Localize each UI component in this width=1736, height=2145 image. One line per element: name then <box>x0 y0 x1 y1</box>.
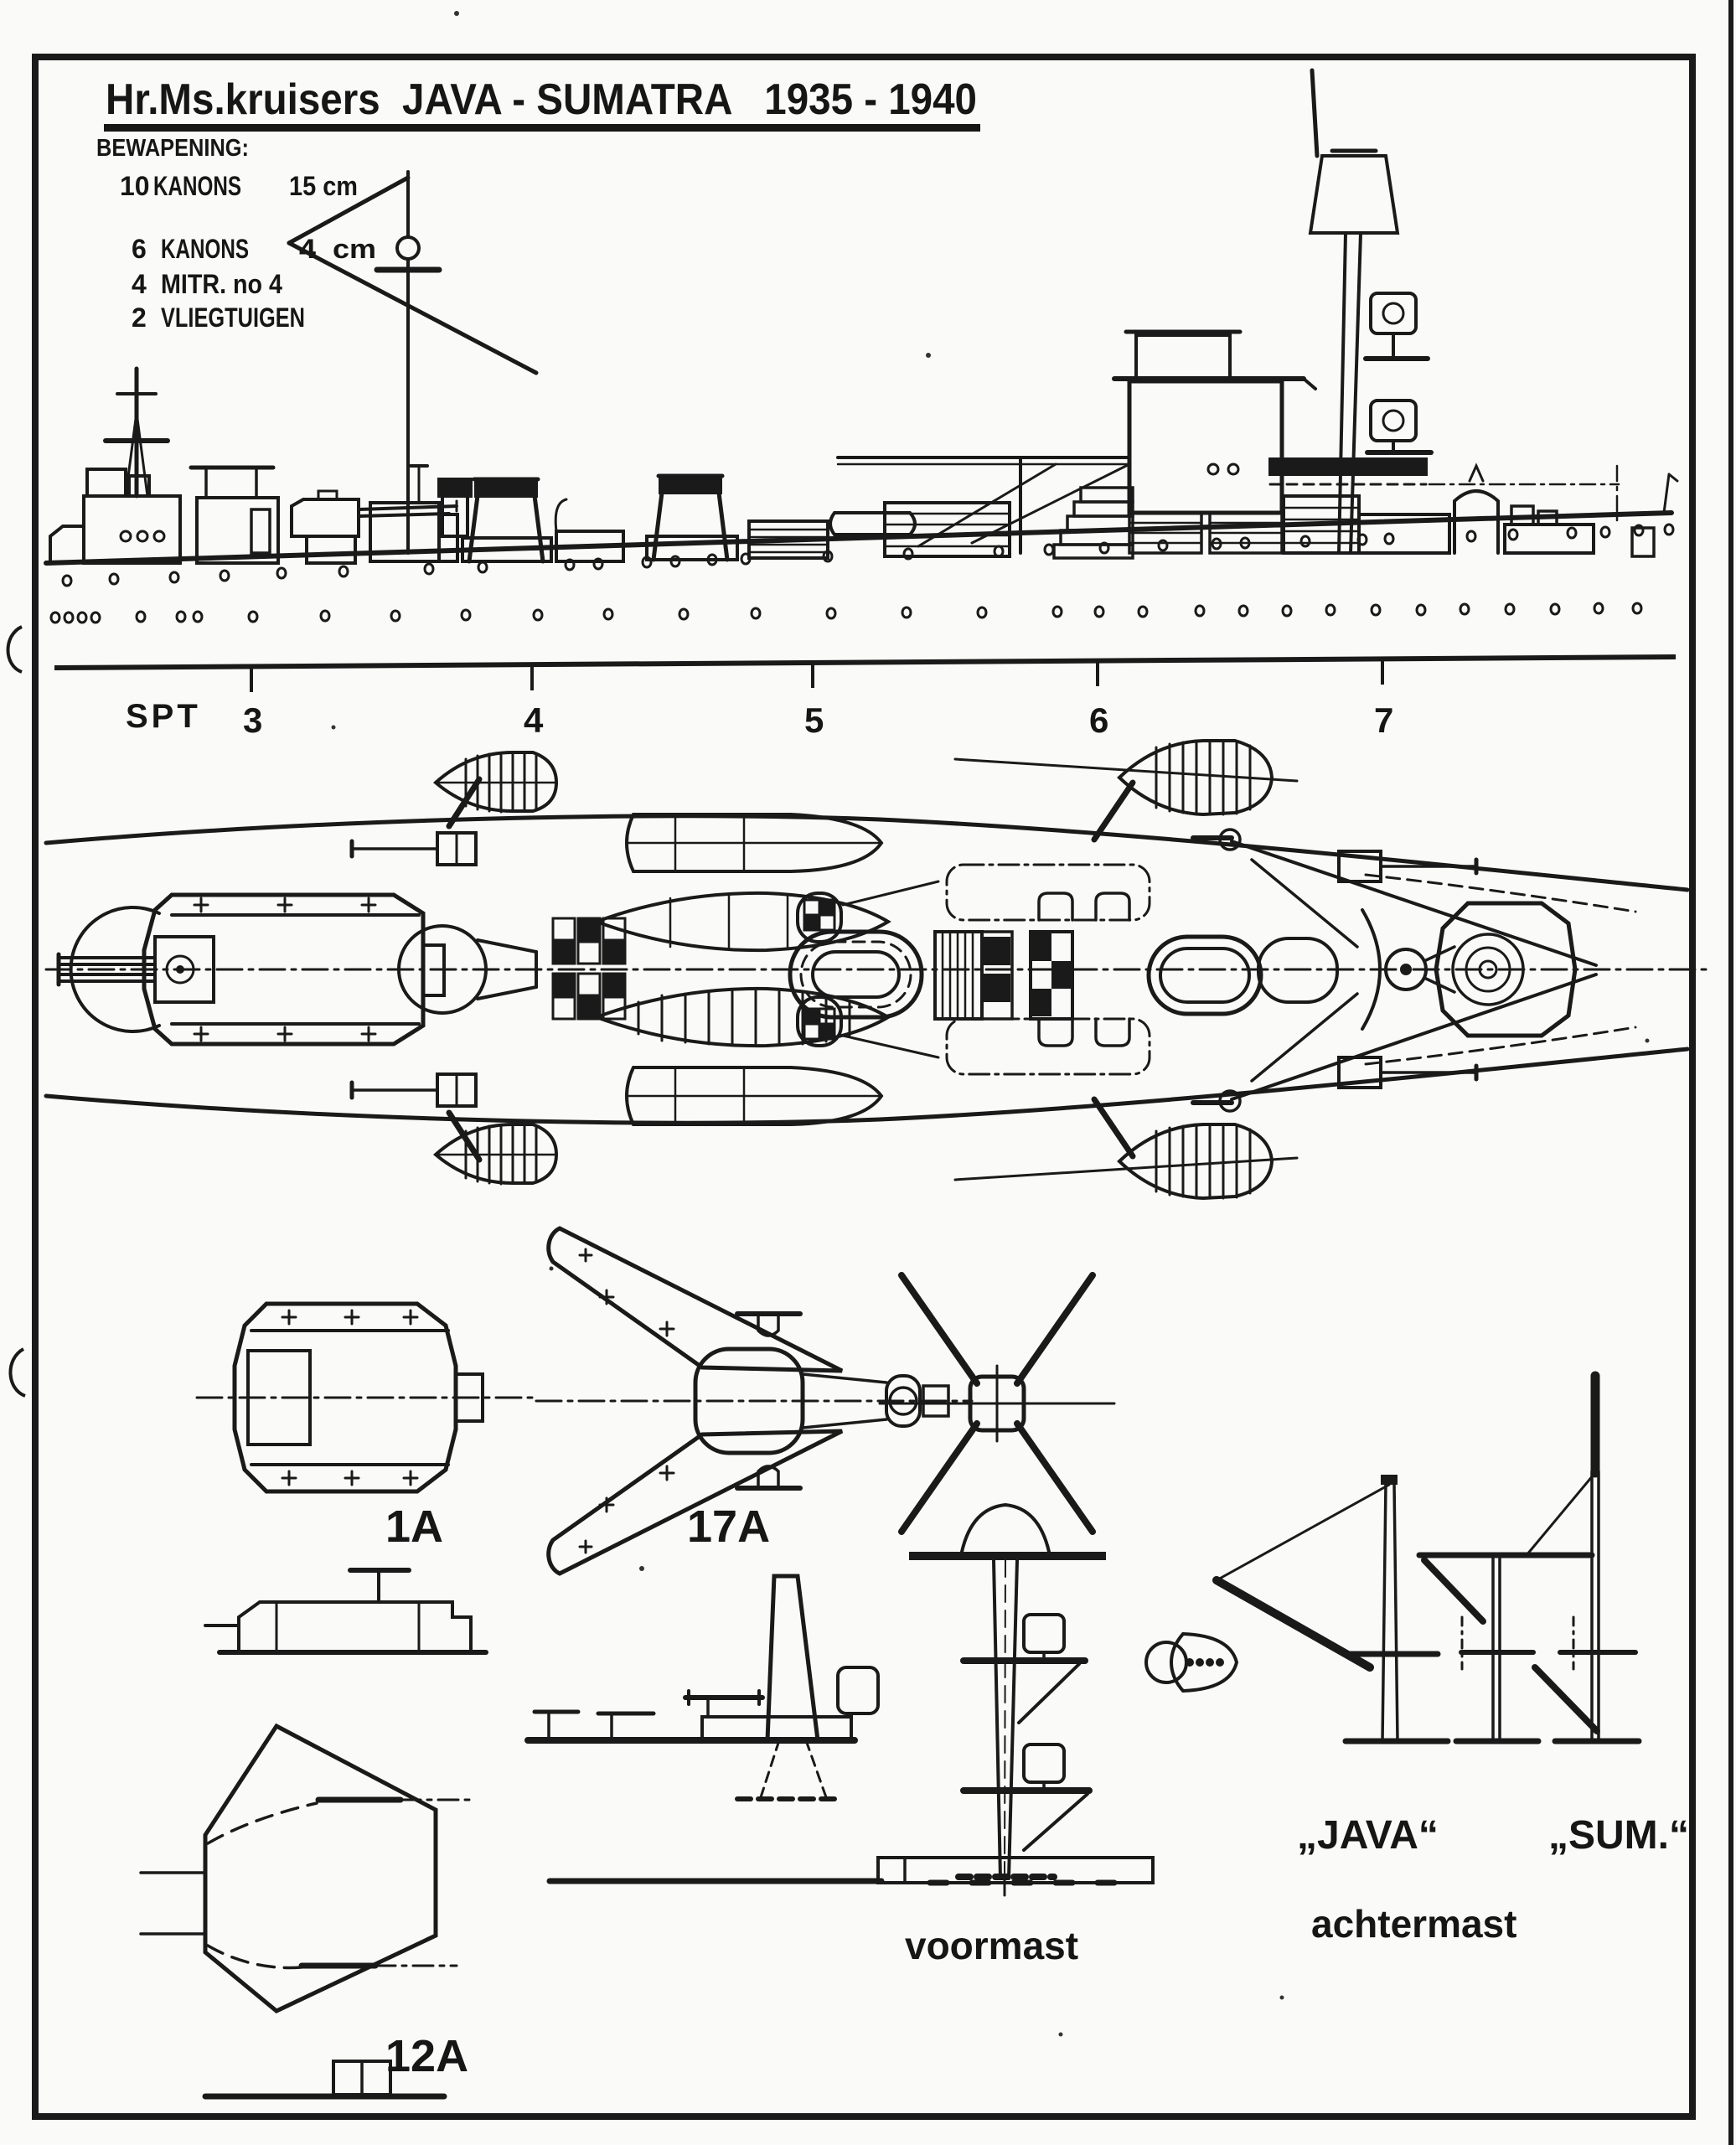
station-number: 5 <box>804 700 824 740</box>
cross-marks <box>193 897 377 1042</box>
station-scale: SPT 3 4 5 6 7 <box>54 654 1677 740</box>
armament-qty: 6 <box>132 234 147 264</box>
station-number: 6 <box>1089 700 1108 740</box>
label-voormast: voormast <box>905 1924 1078 1967</box>
armament-qty: 10 <box>120 171 150 201</box>
superstructure-outline <box>945 863 1151 1076</box>
armament-caliber: 15 cm <box>289 171 358 201</box>
plan-funnel-1 <box>788 929 924 1020</box>
plan-aft-turret <box>1434 901 1578 1038</box>
deck-funnel-detail <box>524 1574 1155 1886</box>
plan-gun-mount <box>349 831 478 1108</box>
vent-pod <box>796 880 940 1059</box>
label-12a: 12A <box>385 2031 468 2081</box>
java-mast <box>1212 1475 1451 1744</box>
plan-turret <box>56 892 446 1047</box>
catapult-gun <box>735 1311 803 1491</box>
funnel-1 <box>461 477 553 564</box>
plan-catapult <box>1191 828 1598 1113</box>
detail-labels: 1A 17A 12A voormast achtermast „JAVA“ „S… <box>385 1502 1689 2081</box>
label-17a: 17A <box>687 1502 770 1552</box>
deck-steps <box>1052 486 1134 560</box>
label-achtermast: achtermast <box>1311 1902 1516 1946</box>
seaplane-silhouette <box>432 739 1299 1201</box>
voormast-profile <box>909 1502 1106 1897</box>
sum-mast <box>1416 1371 1642 1744</box>
foremast-top-view <box>878 1272 1116 1535</box>
label-java: „JAVA“ <box>1297 1813 1439 1858</box>
armament-list: 10 KANONS 15 cm 6 KANONS 4 cm 4 MITR. no… <box>120 171 376 333</box>
title-underline <box>104 124 980 132</box>
searchlight-tower <box>1453 463 1500 555</box>
hatch-grid <box>551 917 627 1021</box>
label-sum: „SUM.“ <box>1548 1813 1689 1858</box>
binder-mark-top <box>6 625 23 674</box>
detail-12a <box>139 1723 471 2013</box>
armament-name: MITR. no 4 <box>161 269 282 299</box>
cross-marks <box>281 1309 419 1486</box>
armament-name: KANONS <box>161 234 249 264</box>
base-detail <box>202 2060 447 2100</box>
binder-mark-bottom <box>8 1347 26 1398</box>
plan-funnel-2 <box>1146 934 1263 1016</box>
main-mast <box>1268 68 1434 555</box>
armament-heading: BEWAPENING: <box>96 135 249 162</box>
page-frame <box>6 0 1733 2145</box>
detail-drawings <box>139 1226 1642 2100</box>
plan-boats <box>592 813 891 1126</box>
title-block: Hr.Ms.kruisers JAVA - SUMATRA 1935 - 194… <box>96 75 980 333</box>
funnel-cap-detail <box>1144 1631 1239 1693</box>
station-number: 3 <box>243 700 262 740</box>
porthole-row-lower <box>49 602 1643 624</box>
cross-marks <box>578 1248 675 1554</box>
station-number: 7 <box>1374 700 1393 740</box>
plan-view <box>44 739 1709 1201</box>
detail-17a <box>535 1226 974 1576</box>
hull-edge-bottom <box>44 1047 1690 1125</box>
hull-edge-top <box>44 814 1690 892</box>
armament-name: KANONS <box>153 171 241 201</box>
spt-label: SPT <box>126 698 201 735</box>
porthole-row-upper <box>61 523 1675 587</box>
side-elevation-view <box>44 68 1679 624</box>
page-title: Hr.Ms.kruisers JAVA - SUMATRA 1935 - 194… <box>106 75 977 124</box>
detail-1a <box>195 1301 538 1655</box>
foremast <box>287 170 539 555</box>
armament-caliber: 4 cm <box>299 234 376 264</box>
armament-name: VLIEGTUIGEN <box>161 302 305 333</box>
armament-qty: 4 <box>132 269 147 299</box>
funnel-2 <box>645 473 739 562</box>
armament-qty: 2 <box>132 302 147 333</box>
searchlight <box>1363 292 1430 361</box>
deck-line <box>44 510 1674 566</box>
label-1a: 1A <box>385 1502 443 1552</box>
paper-specks <box>331 11 1650 2037</box>
plan-gun-mount <box>1337 850 1479 1089</box>
fore-tripod-mast <box>103 366 170 499</box>
searchlight <box>1365 399 1434 455</box>
station-number: 4 <box>524 700 544 740</box>
